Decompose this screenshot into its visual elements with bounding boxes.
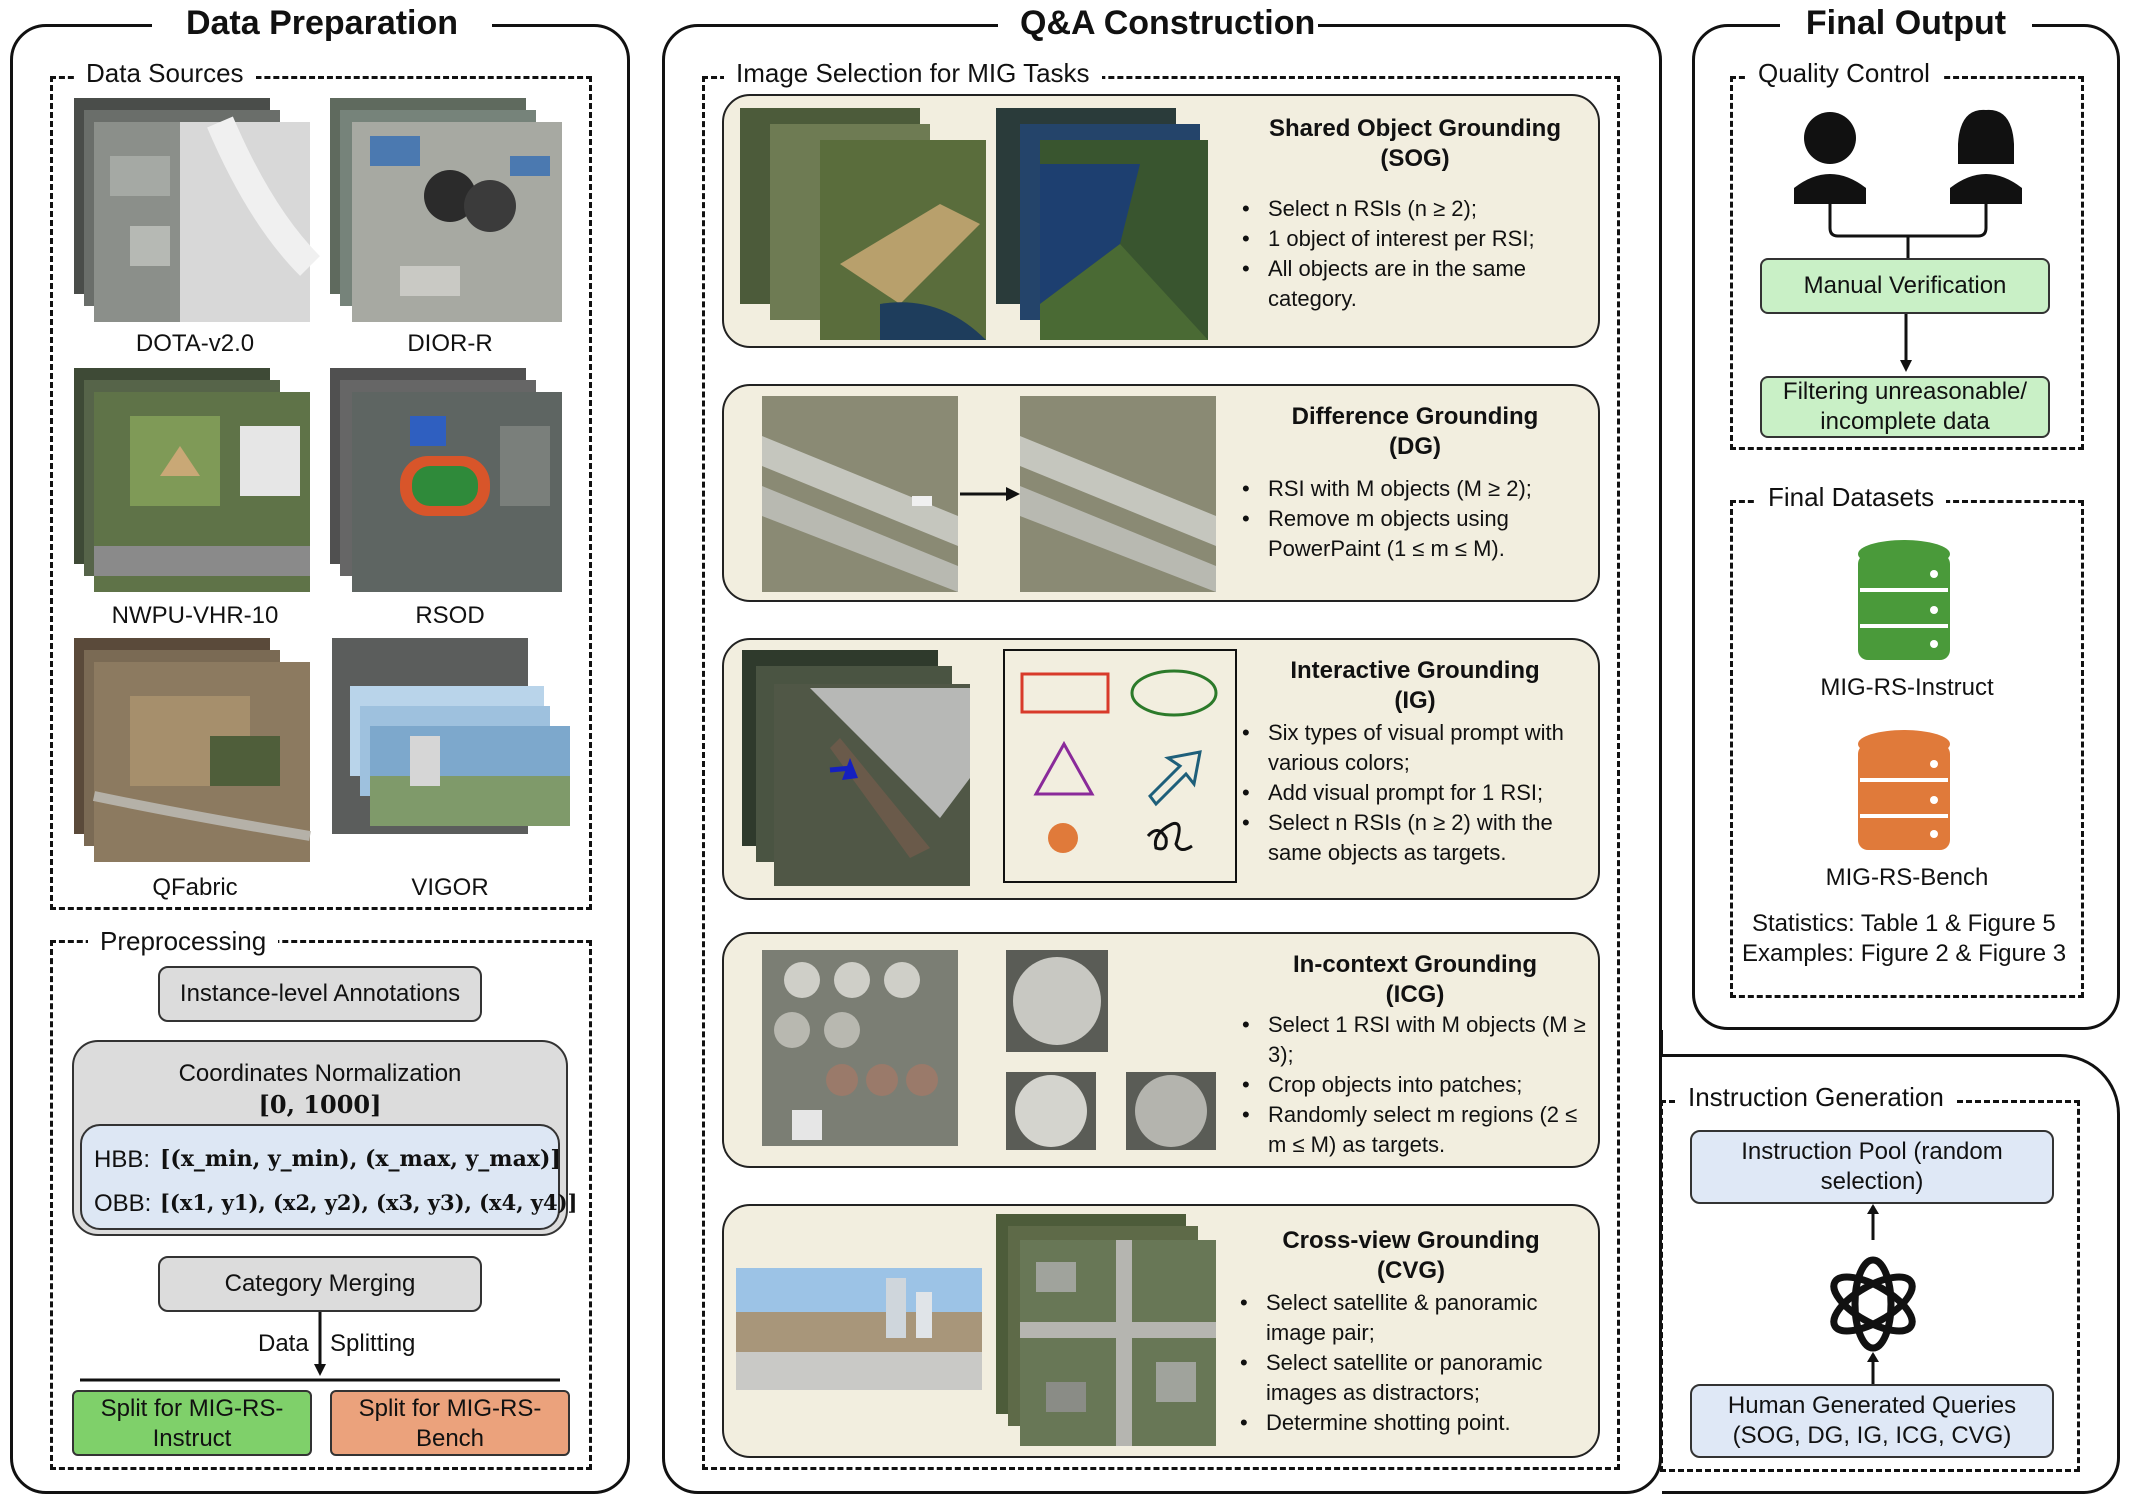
- hbb-formula: [(x_min, y_min), (x_max, y_max)]: [160, 1146, 561, 1172]
- splitting-label: Splitting: [330, 1330, 416, 1357]
- final-datasets-title: Final Datasets: [1756, 482, 1947, 513]
- rsod-label: RSOD: [415, 602, 485, 629]
- dg-abbr: (DG): [1389, 433, 1441, 460]
- reviewer-male-icon: [1794, 112, 1866, 204]
- data-source-thumbnails: [74, 98, 570, 862]
- ig-bullets: Six types of visual prompt with various …: [1238, 718, 1590, 868]
- instruct-dataset-label: MIG-RS-Instruct: [1820, 674, 1994, 701]
- instance-annotations-box: Instance-level Annotations: [158, 966, 482, 1022]
- dg-images: [762, 396, 1216, 592]
- coord-normalization-title: Coordinates Normalization: [178, 1060, 462, 1087]
- sog-bullets: Select n RSIs (n ≥ 2); 1 object of inter…: [1238, 194, 1590, 314]
- cvg-abbr: (CVG): [1377, 1257, 1445, 1284]
- sog-bullet: Select n RSIs (n ≥ 2);: [1238, 194, 1590, 224]
- instruction-connector: [1660, 1030, 1663, 1056]
- reviewer-female-icon: [1950, 109, 2022, 204]
- openai-icon: [1830, 1204, 1916, 1388]
- dg-bullets: RSI with M objects (M ≥ 2); Remove m obj…: [1238, 474, 1590, 564]
- icg-bullets: Select 1 RSI with M objects (M ≥ 3); Cro…: [1238, 1010, 1590, 1160]
- dg-bullet: RSI with M objects (M ≥ 2);: [1238, 474, 1590, 504]
- dota-thumbnail: [74, 98, 320, 322]
- dg-bullet: Remove m objects using PowerPaint (1 ≤ m…: [1238, 504, 1590, 564]
- ig-bullet: Six types of visual prompt with various …: [1238, 718, 1590, 778]
- ig-abbr: (IG): [1394, 687, 1436, 714]
- vigor-label: VIGOR: [411, 874, 489, 901]
- coord-range: [0, 1000]: [258, 1090, 382, 1119]
- data-sources-box: [50, 76, 592, 910]
- hbb-label: HBB:: [94, 1146, 151, 1173]
- instruction-generation-title: Instruction Generation: [1676, 1082, 1956, 1113]
- sog-images: [740, 108, 1208, 340]
- cvg-bullet: Determine shotting point.: [1236, 1408, 1590, 1438]
- quality-control-title: Quality Control: [1746, 58, 1942, 89]
- image-selection-box: [702, 76, 1620, 1470]
- cvg-images: [736, 1214, 1216, 1446]
- data-preparation-title: Data Preparation: [152, 4, 492, 43]
- dota-label: DOTA-v2.0: [135, 330, 255, 357]
- cvg-bullets: Select satellite & panoramic image pair;…: [1236, 1288, 1590, 1438]
- manual-verification-box: Manual Verification: [1760, 258, 2050, 314]
- qfabric-label: QFabric: [152, 874, 238, 901]
- cvg-name: Cross-view Grounding: [1282, 1227, 1540, 1254]
- obb-formula: [(x1, y1), (x2, y2), (x3, y3), (x4, y4)]: [160, 1190, 578, 1215]
- qa-construction-title: Q&A Construction: [998, 4, 1318, 43]
- database-icons: [1858, 540, 1950, 850]
- examples-text: Examples: Figure 2 & Figure 3: [1742, 940, 2067, 967]
- icg-images: [762, 950, 1216, 1150]
- dior-r-thumbnail: [330, 98, 562, 322]
- verification-arrow: [1900, 314, 1912, 372]
- category-merging-box: Category Merging: [158, 1256, 482, 1312]
- ig-bullet: Add visual prompt for 1 RSI;: [1238, 778, 1590, 808]
- icg-bullet: Randomly select m regions (2 ≤ m ≤ M) as…: [1238, 1100, 1590, 1160]
- sog-bullet: 1 object of interest per RSI;: [1238, 224, 1590, 254]
- instruction-generation-panel: [1662, 1054, 2120, 1494]
- dg-name: Difference Grounding: [1291, 403, 1539, 430]
- cvg-bullet: Select satellite & panoramic image pair;: [1236, 1288, 1590, 1348]
- rsod-thumbnail: [330, 368, 562, 592]
- preprocessing-box: [50, 940, 592, 1470]
- data-sources-title: Data Sources: [74, 58, 256, 89]
- split-instruct-box: Split for MIG-RS-Instruct: [72, 1390, 312, 1456]
- filtering-box: Filtering unreasonable/ incomplete data: [1760, 376, 2050, 438]
- dior-r-label: DIOR-R: [407, 330, 493, 357]
- nwpu-vhr-10-thumbnail: [74, 368, 310, 592]
- ig-bullet: Select n RSIs (n ≥ 2) with the same obje…: [1238, 808, 1590, 868]
- split-bench-box: Split for MIG-RS-Bench: [330, 1390, 570, 1456]
- instruction-pool-box: Instruction Pool (random selection): [1690, 1130, 2054, 1204]
- sog-name: Shared Object Grounding: [1268, 115, 1562, 142]
- bench-database-icon: [1858, 730, 1950, 850]
- preprocessing-title: Preprocessing: [88, 926, 279, 957]
- cvg-bullet: Select satellite or panoramic images as …: [1236, 1348, 1590, 1408]
- sog-bullet: All objects are in the same category.: [1238, 254, 1590, 314]
- qfabric-thumbnail: [74, 638, 311, 862]
- bbox-formats-box: [80, 1124, 560, 1230]
- icg-name: In-context Grounding: [1293, 951, 1537, 978]
- human-queries-box: Human Generated Queries (SOG, DG, IG, IC…: [1690, 1384, 2054, 1458]
- ig-name: Interactive Grounding: [1290, 657, 1540, 684]
- vigor-thumbnail: [332, 638, 570, 834]
- icg-bullet: Crop objects into patches;: [1238, 1070, 1590, 1100]
- split-connector: [80, 1312, 560, 1382]
- icg-bullet: Select 1 RSI with M objects (M ≥ 3);: [1238, 1010, 1590, 1070]
- sog-abbr: (SOG): [1380, 145, 1450, 172]
- reviewer-icons: [1794, 109, 2022, 258]
- instruct-database-icon: [1858, 540, 1950, 660]
- bench-dataset-label: MIG-RS-Bench: [1825, 864, 1989, 891]
- nwpu-label: NWPU-VHR-10: [111, 602, 279, 629]
- image-selection-title: Image Selection for MIG Tasks: [724, 58, 1102, 89]
- icg-abbr: (ICG): [1385, 981, 1445, 1008]
- ig-images: [742, 649, 1237, 886]
- obb-label: OBB:: [94, 1190, 152, 1217]
- final-output-title: Final Output: [1780, 4, 2032, 43]
- statistics-text: Statistics: Table 1 & Figure 5: [1752, 910, 2056, 937]
- data-label: Data: [258, 1330, 309, 1357]
